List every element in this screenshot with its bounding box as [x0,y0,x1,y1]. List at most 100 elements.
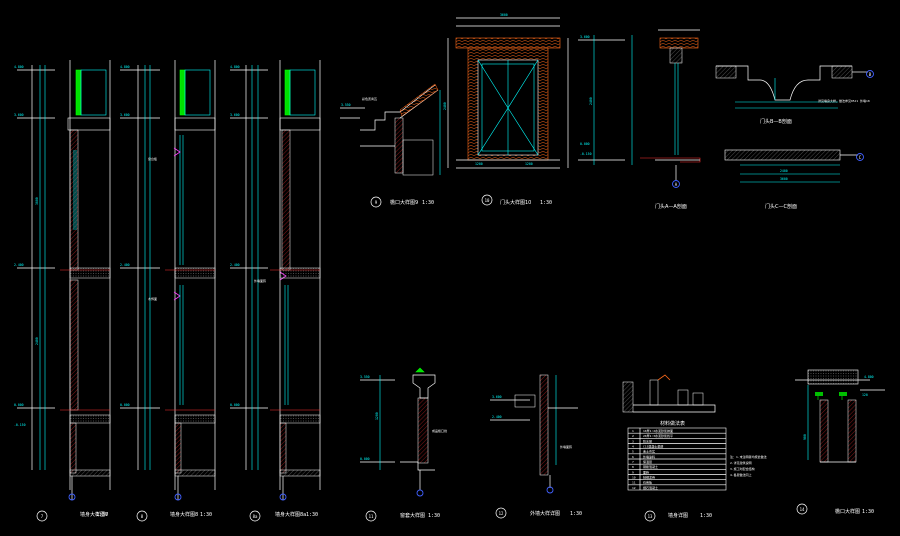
dimension-text: 1200 [475,162,483,166]
level-text: 4.800 [120,65,130,69]
section-title: 门头B—B剖面 [760,118,792,125]
table-cell-code: 4 [632,444,634,448]
level-text: 3.550 [360,375,370,379]
detail-scale: 1:30 [540,200,552,206]
door-section-a: 3.600 -0.150 0.000 2400 A 门头A—A剖面 [578,29,701,210]
wall-section-8a: 4.800 3.600 2.400 0.000 外墙面砖 8a 墙身大样图8a … [230,60,321,522]
level-text: -0.150 [580,152,592,156]
level-text: 0.000 [14,403,24,407]
detail-title: 墙身大样图8 [170,511,198,518]
dimension-text: 3600 [780,177,788,181]
footnote: 4.各层做法同上 [730,472,752,477]
table-cell-text: 10厚1:2水泥砂浆抹面 [643,428,673,433]
dimension-text: 2400 [443,102,447,110]
note-text: 彩色沥青瓦 [362,96,377,101]
table-cell-code: 3 [632,439,634,443]
window-detail-11: 3.550 0.000 1200 成品檐口线 11 窗套大样图 1:30 [360,367,447,522]
note-text: 成品檐口线 [432,428,447,433]
detail-scale: 1:30 [306,512,318,518]
door-section-b: B 详见墙身大样，做法参见05J1 外墙18 门头B—B剖面 [715,65,874,125]
detail-title: 窗套大样图 [400,512,425,519]
eave-detail-9: 彩色沥青瓦 3.550 9 檐口大样图9 1:30 [340,83,441,208]
level-text: 4.800 [14,65,24,69]
level-text: 0.000 [360,457,370,461]
level-text: 2.400 [120,263,130,267]
level-text: 3.600 [230,113,240,117]
table-cell-text: C15混凝土垫层 [643,443,663,448]
detail-title: 墙身大样图7 [80,511,108,518]
table-cell-code: 5 [632,450,634,454]
table-cell-text: 石膏板 [643,480,652,485]
note-text: 窗台板 [148,156,157,161]
dimension-text: 2400 [589,97,593,105]
level-text: 3.600 [120,113,130,117]
detail-scale: 1:30 [422,200,434,206]
detail-title: 墙身详图 [668,512,688,519]
detail-number: 14 [800,507,805,512]
dimension-text: 1200 [525,162,533,166]
note-text: 外墙面砖 [560,444,572,449]
door-head-detail-10: 3600 1200 1200 2400 10 门头大样图10 1:30 [443,13,569,206]
wall-section-7: 4.800 3.600 2.400 0.000 -0.150 3600 2400… [14,60,111,522]
dimension-text: 900 [803,434,807,440]
grid-marker-label: A [675,182,678,187]
detail-number: 12 [499,511,504,516]
table-cell-code: 8 [632,465,634,469]
table-cell-text: 保温层 [643,459,652,464]
table-cell-text: 钢筋混凝土 [643,464,658,469]
dimension-text: 2400 [35,337,39,345]
level-text: 3.600 [492,395,502,399]
eave-detail-14: 4.800 120 900 14 檐口大样图 1:30 [795,369,885,515]
table-cell-text: 细石混凝土 [643,485,658,490]
level-text: -0.150 [14,423,26,427]
door-section-c: C 2400 3600 门头C—C剖面 [724,149,864,210]
footnote: 2.详见建筑说明 [730,460,752,465]
detail-scale: 1:30 [700,513,712,519]
level-text: 3.550 [341,103,351,107]
table-cell-code: 12 [632,486,636,490]
section-title: 门头A—A剖面 [655,203,687,210]
detail-title: 门头大样图10 [500,199,531,206]
legend-heading: 材料做法表 [660,420,685,427]
detail-title: 墙身大样图8a [275,511,306,518]
footnote: 3.施工时配合结构 [730,466,755,471]
dimension-text: 1200 [375,412,379,420]
level-text: 3.600 [14,113,24,117]
table-cell-text: 面砖 [643,469,649,474]
table-cell-text: 20厚1:3水泥砂浆找平 [643,433,673,438]
wall-section-8: 4.800 3.600 2.400 0.000 窗台板 木饰面 8 墙身大样图8… [120,60,216,522]
table-cell-code: 7 [632,460,634,464]
detail-scale: 1:30 [428,513,440,519]
table-cell-text: 轻钢龙骨 [643,474,655,479]
detail-number: 10 [485,198,490,203]
level-text: 0.000 [120,403,130,407]
detail-scale: 1:30 [862,509,874,515]
table-cell-code: 9 [632,470,634,474]
section-title: 门头C—C剖面 [765,203,797,210]
detail-scale: 1:30 [96,512,108,518]
detail-number: 9 [375,200,378,205]
level-text: 2.400 [14,263,24,267]
table-cell-code: 2 [632,434,634,438]
level-text: 0.000 [580,142,590,146]
detail-scale: 1:30 [570,511,582,517]
table-cell-code: 10 [632,475,636,479]
grid-marker-label: B [869,72,872,77]
detail-number: 13 [648,514,653,519]
level-text: 4.800 [230,65,240,69]
detail-number: 8a [253,514,258,519]
level-text: 0.000 [230,403,240,407]
detail-scale: 1:30 [200,512,212,518]
dimension-text: 120 [862,393,868,397]
note-text: 外墙面砖 [254,278,266,283]
level-text: 2.400 [230,263,240,267]
table-cell-code: 6 [632,455,634,459]
table-cell-text: 素土夯实 [643,449,655,454]
level-text: 4.800 [864,375,874,379]
detail-number: 7 [41,514,44,519]
table-cell-text: 外墙涂料 [643,454,655,459]
detail-title: 外墙大样详图 [530,510,560,517]
